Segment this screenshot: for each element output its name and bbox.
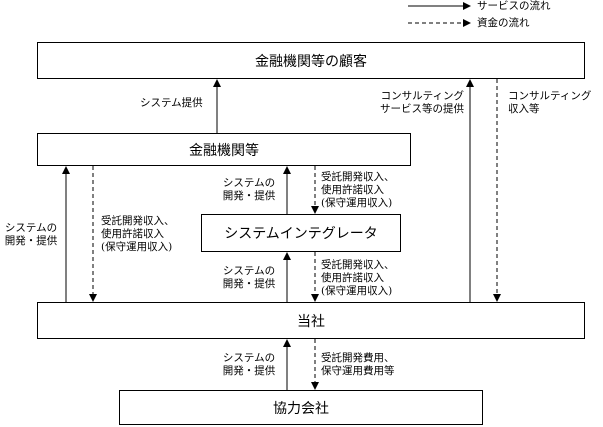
node-company-label: 当社 xyxy=(297,313,325,330)
label-line: システムの xyxy=(4,222,58,234)
label-fin-to-company: 受託開発収入、 使用許諾収入 (保守運用収入) xyxy=(101,215,175,254)
label-line: 開発・提供 xyxy=(222,190,276,202)
label-line: 受託開発収入、 xyxy=(321,171,395,183)
legend-money-label: 資金の流れ xyxy=(477,17,530,29)
node-company: 当社 xyxy=(37,302,585,339)
label-si-to-fin: システムの 開発・提供 xyxy=(216,177,282,203)
label-line: (保守運用収入) xyxy=(321,197,393,209)
label-line: 保守運用費用等 xyxy=(321,365,395,377)
label-company-to-customer: コンサルティング サービス等の提供 xyxy=(346,90,464,116)
label-line: 使用許諾収入 xyxy=(321,272,384,284)
node-integrator-label: システムインテグレータ xyxy=(224,226,378,242)
label-fin-to-si: 受託開発収入、 使用許諾収入 (保守運用収入) xyxy=(321,171,395,210)
label-line: システムの xyxy=(222,177,276,189)
label-company-to-fin: システムの 開発・提供 xyxy=(0,222,62,248)
node-integrator: システムインテグレータ xyxy=(201,214,401,252)
node-financial-label: 金融機関等 xyxy=(189,142,259,159)
label-line: 収入等 xyxy=(508,103,540,115)
label-line: 受託開発収入、 xyxy=(101,215,175,227)
label-fin-to-customer: システム提供 xyxy=(140,97,203,109)
label-line: 受託開発費用、 xyxy=(321,352,395,364)
label-line: 開発・提供 xyxy=(222,365,276,377)
label-customer-to-company: コンサルティング 収入等 xyxy=(508,90,591,116)
legend-service-label: サービスの流れ xyxy=(477,0,551,12)
label-line: サービス等の提供 xyxy=(380,103,464,115)
label-line: システムの xyxy=(222,265,276,277)
node-customers-label: 金融機関等の顧客 xyxy=(255,53,367,70)
label-line: コンサルティング xyxy=(380,90,464,102)
label-company-to-partner: 受託開発費用、 保守運用費用等 xyxy=(321,352,395,378)
label-si-to-company: 受託開発収入、 使用許諾収入 (保守運用収入) xyxy=(321,259,395,298)
label-line: システムの xyxy=(222,352,276,364)
label-partner-to-company: システムの 開発・提供 xyxy=(216,352,282,378)
label-company-to-si: システムの 開発・提供 xyxy=(216,265,282,291)
node-partner: 協力会社 xyxy=(119,390,483,425)
node-partner-label: 協力会社 xyxy=(273,400,329,417)
label-line: 開発・提供 xyxy=(222,278,276,290)
label-line: 使用許諾収入 xyxy=(101,228,164,240)
label-line: (保守運用収入) xyxy=(321,285,393,297)
label-line: 受託開発収入、 xyxy=(321,259,395,271)
node-customers: 金融機関等の顧客 xyxy=(37,42,585,79)
label-line: 開発・提供 xyxy=(4,235,58,247)
label-line: 使用許諾収入 xyxy=(321,184,384,196)
label-line: コンサルティング xyxy=(508,90,592,102)
label-line: (保守運用収入) xyxy=(101,241,173,253)
node-financial: 金融機関等 xyxy=(37,133,411,166)
